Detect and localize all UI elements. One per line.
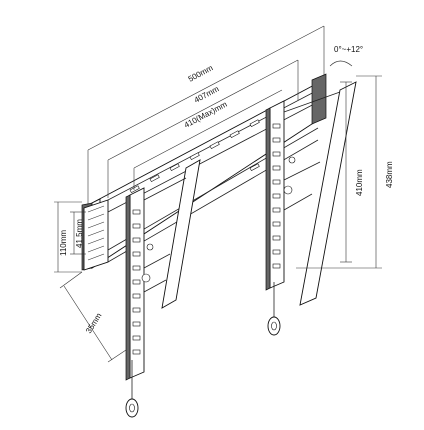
right-bracket <box>265 81 357 336</box>
label-bracket-height: 410mm <box>355 169 364 196</box>
right-bracket-holes <box>272 123 281 269</box>
left-bracket-holes <box>132 209 141 355</box>
label-overall-height: 438mm <box>385 161 394 188</box>
label-rail-width: 407mm <box>193 84 221 105</box>
wall-plate <box>81 73 327 271</box>
label-overall-width: 500mm <box>187 63 215 84</box>
end-block <box>83 199 109 271</box>
dimension-lines <box>54 25 382 363</box>
label-wall-depth: 35mm <box>84 311 104 335</box>
label-rail-spacing: 41.5mm <box>75 219 84 248</box>
label-rail-height: 110mm <box>59 230 68 256</box>
label-tilt-range: 0°~+12° <box>334 45 363 54</box>
left-bracket <box>125 159 201 418</box>
label-max-vesa-width: 410(Max)mm <box>183 100 229 130</box>
